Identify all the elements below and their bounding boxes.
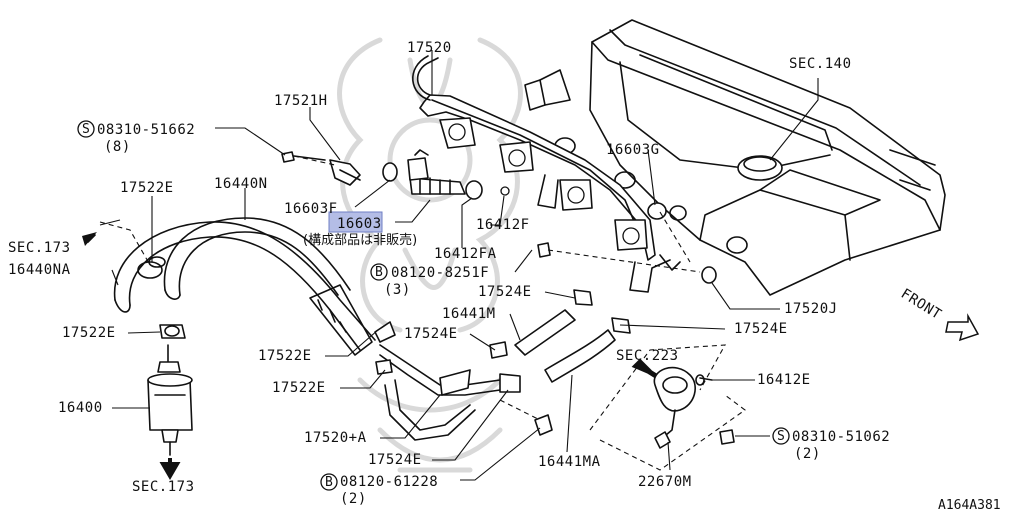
injector-assembly bbox=[382, 149, 717, 284]
label-16441MA[interactable]: 16441MA bbox=[538, 454, 601, 470]
valve-cover bbox=[524, 19, 946, 296]
b-mark-2: B bbox=[325, 475, 333, 490]
label-16440N[interactable]: 16440N bbox=[214, 176, 268, 192]
label-front: FRONT bbox=[898, 286, 944, 323]
label-22670M[interactable]: 22670M bbox=[638, 474, 692, 490]
labels: 17520 17521H S 08310-51662 (8) 17522E 16… bbox=[8, 40, 1001, 511]
label-17520A[interactable]: 17520+A bbox=[304, 430, 367, 446]
label-16440NA[interactable]: 16440NA bbox=[8, 262, 71, 278]
fuel-filter bbox=[147, 344, 193, 456]
dashed-reference-lines bbox=[99, 155, 746, 471]
diagram-reference-code: A164A381 bbox=[938, 498, 1001, 511]
bolt-and-clip-17521H bbox=[281, 151, 361, 186]
label-17524E-c[interactable]: 17524E bbox=[404, 326, 458, 342]
label-16400[interactable]: 16400 bbox=[58, 400, 103, 416]
clip-17522E-lower-left bbox=[159, 324, 186, 339]
label-16412F[interactable]: 16412F bbox=[476, 217, 530, 233]
b-mark-1: B bbox=[375, 265, 383, 280]
label-sec173-left[interactable]: SEC.173 bbox=[8, 240, 71, 256]
qty-08310-51662: (8) bbox=[104, 139, 131, 155]
fuel-pipe-17520A bbox=[374, 321, 521, 441]
label-16441M[interactable]: 16441M bbox=[442, 306, 496, 322]
leader-lines bbox=[99, 50, 819, 481]
label-08120-8251F[interactable]: 08120-8251F bbox=[391, 265, 489, 281]
arrow-sec173-left-icon bbox=[82, 232, 97, 246]
label-17522E-top[interactable]: 17522E bbox=[120, 180, 174, 196]
arrow-sec173-bottom-icon bbox=[159, 458, 181, 480]
fuel-rail bbox=[411, 55, 681, 293]
label-17524E-d[interactable]: 17524E bbox=[368, 452, 422, 468]
label-16412E[interactable]: 16412E bbox=[757, 372, 811, 388]
label-17524E-a[interactable]: 17524E bbox=[478, 284, 532, 300]
pressure-regulator bbox=[653, 366, 735, 449]
label-17522E-low[interactable]: 17522E bbox=[272, 380, 326, 396]
label-sec223[interactable]: SEC.223 bbox=[616, 348, 679, 364]
label-16412FA[interactable]: 16412FA bbox=[434, 246, 497, 262]
label-16603G[interactable]: 16603G bbox=[606, 142, 660, 158]
circle-marks bbox=[77, 120, 790, 491]
qty-08120-8251F: (3) bbox=[384, 282, 411, 298]
label-sec173-bottom[interactable]: SEC.173 bbox=[132, 479, 195, 495]
qty-08310-51062: (2) bbox=[794, 446, 821, 462]
s-mark-2: S bbox=[777, 429, 785, 444]
highlight-16603 bbox=[328, 211, 383, 233]
fuel-hoses bbox=[113, 217, 376, 356]
label-08310-51062[interactable]: 08310-51062 bbox=[792, 429, 890, 445]
label-08310-51662[interactable]: 08310-51662 bbox=[97, 122, 195, 138]
label-17524E-b[interactable]: 17524E bbox=[734, 321, 788, 337]
qty-08120-61228: (2) bbox=[340, 491, 367, 507]
label-17522E-low-left[interactable]: 17522E bbox=[62, 325, 116, 341]
hoses-16441M bbox=[489, 289, 631, 383]
arrow-sec223-icon bbox=[631, 358, 658, 379]
note-16603-not-sold: (構成部品は非販売) bbox=[303, 232, 417, 248]
label-16603[interactable]: 16603 bbox=[337, 216, 382, 232]
label-sec140[interactable]: SEC.140 bbox=[789, 56, 852, 72]
label-17521H[interactable]: 17521H bbox=[274, 93, 328, 109]
label-17522E-mid[interactable]: 17522E bbox=[258, 348, 312, 364]
front-arrow-icon bbox=[945, 313, 980, 342]
label-08120-61228[interactable]: 08120-61228 bbox=[340, 474, 438, 490]
arrows bbox=[82, 232, 980, 480]
label-16603F[interactable]: 16603F bbox=[284, 201, 338, 217]
label-17520J[interactable]: 17520J bbox=[784, 301, 838, 317]
s-mark-1: S bbox=[82, 122, 90, 137]
label-17520[interactable]: 17520 bbox=[407, 40, 452, 56]
